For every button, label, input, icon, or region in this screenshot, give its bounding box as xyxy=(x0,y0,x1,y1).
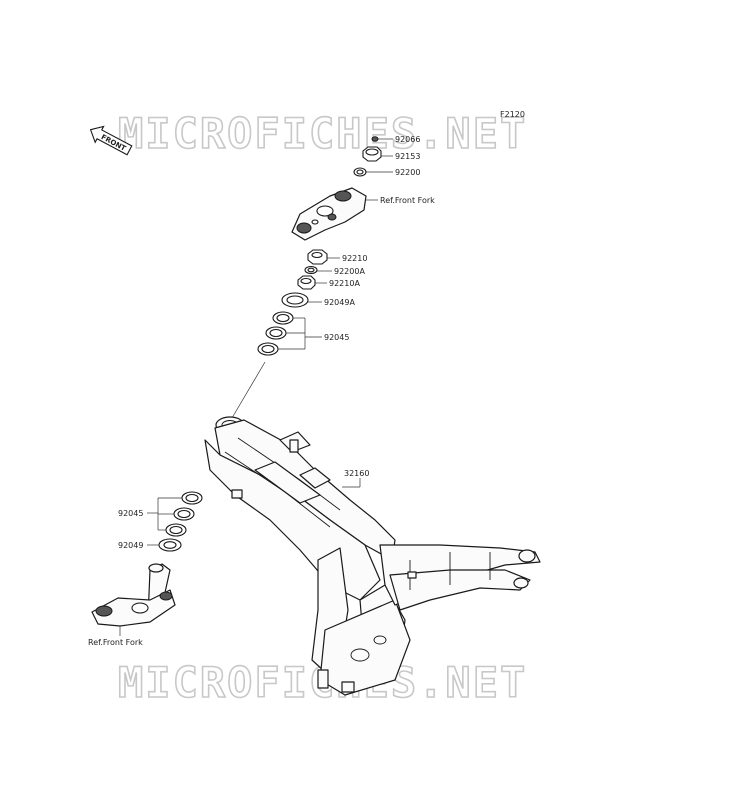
upper-triple-clamp xyxy=(291,187,367,241)
leader-lines xyxy=(119,138,393,636)
part-92049A-seal xyxy=(281,292,309,308)
part-92049-seal xyxy=(158,538,182,552)
label-92210A: 92210A xyxy=(329,279,360,288)
lower-triple-clamp xyxy=(91,563,176,627)
part-92210A-nut xyxy=(297,275,316,290)
label-92045-bottom: 92045 xyxy=(118,509,143,518)
label-ref-front-fork-top: Ref.Front Fork xyxy=(380,196,435,205)
part-92045-bearing-top xyxy=(257,311,294,356)
explode-axis-line xyxy=(231,361,266,419)
ref-code: F2120 xyxy=(500,110,525,119)
label-32160: 32160 xyxy=(344,469,369,478)
label-92066: 92066 xyxy=(395,135,420,144)
label-92153: 92153 xyxy=(395,152,420,161)
watermark-top: MICROFICHES.NET xyxy=(118,109,527,158)
label-92200A: 92200A xyxy=(334,267,365,276)
label-92049: 92049 xyxy=(118,541,143,550)
part-92066-nut xyxy=(371,136,379,142)
part-92210-nut xyxy=(307,249,328,265)
label-92049A: 92049A xyxy=(324,298,355,307)
part-92045-bearing-bottom xyxy=(165,491,203,537)
main-frame-32160 xyxy=(204,416,541,696)
part-92200-washer xyxy=(353,167,367,177)
label-92210: 92210 xyxy=(342,254,367,263)
label-ref-front-fork-bottom: Ref.Front Fork xyxy=(88,638,143,647)
part-92153-bolt xyxy=(362,146,382,162)
part-92200A-washer xyxy=(304,265,318,275)
label-92200: 92200 xyxy=(395,168,420,177)
label-92045-top: 92045 xyxy=(324,333,349,342)
